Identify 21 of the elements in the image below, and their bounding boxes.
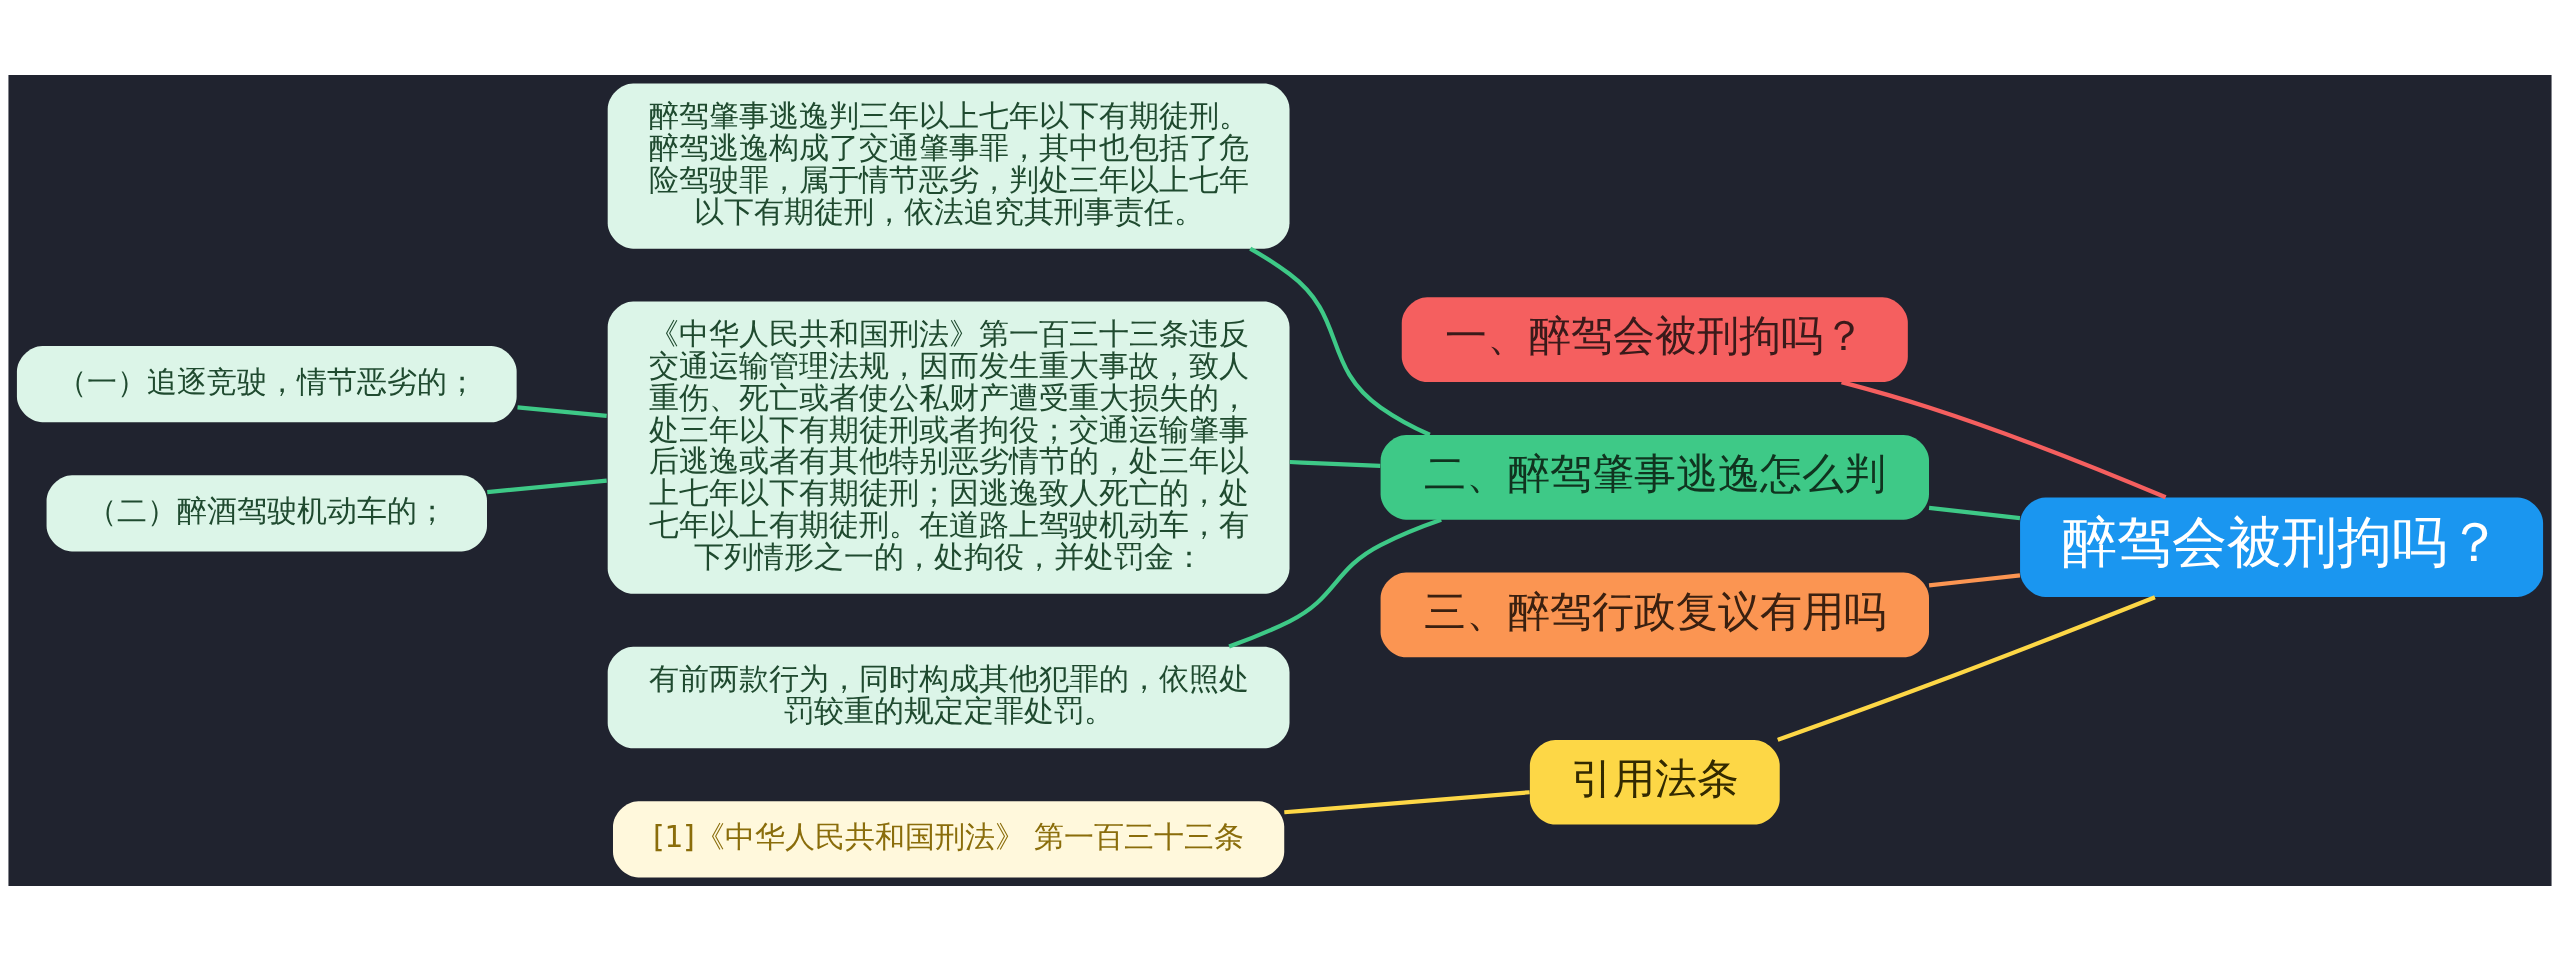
connector	[1928, 572, 2021, 587]
connector	[517, 404, 607, 418]
node-box: （一）追逐竞驶，情节恶劣的；	[16, 345, 517, 422]
connector	[1228, 517, 1442, 648]
node-box: [1]《中华人民共和国刑法》 第一百三十三条	[613, 800, 1285, 878]
node-box: 醉驾会被刑拘吗？	[2020, 496, 2544, 597]
node-box: 《中华人民共和国刑法》第一百三十三条违反交通运输管理法规，因而发生重大事故，致人重伤、死亡或者使公私财产遭受重大损失的，处三年以下有期徒刑或者拘役；交通运输肇事后逃逸或者有其他特别恶劣情节的，处三年以上七年以下有期徒刑；因逃逸致人死亡的，处七年以上有期徒刑。在道路上驾驶机动车，有下列情形之一的，处拘役，并处罚金：	[607, 301, 1290, 594]
connector	[1777, 594, 2156, 742]
connector	[1249, 246, 1431, 437]
node-box: 醉驾肇事逃逸判三年以上七年以下有期徒刑。醉驾逃逸构成了交通肇事罪，其中也包括了危险驾驶罪，属于情节恶劣，判处三年以上七年以下有期徒刑，依法追究其刑事责任。	[607, 82, 1290, 249]
node-box: 一、醉驾会被刑拘吗？	[1401, 296, 1908, 382]
node-box: 有前两款行为，同时构成其他犯罪的，依照处罚较重的规定定罪处罚。	[607, 646, 1290, 748]
node-box: 引用法条	[1529, 739, 1780, 825]
connector	[1928, 505, 2021, 520]
node-box: 三、醉驾行政复议有用吗	[1380, 572, 1929, 657]
connector	[1289, 459, 1381, 468]
node-box: 二、醉驾肇事逃逸怎么判	[1380, 434, 1929, 520]
connector	[487, 478, 607, 494]
connector	[1284, 789, 1530, 814]
connector	[1841, 379, 2167, 499]
node-box: （二）醉酒驾驶机动车的；	[46, 474, 487, 551]
